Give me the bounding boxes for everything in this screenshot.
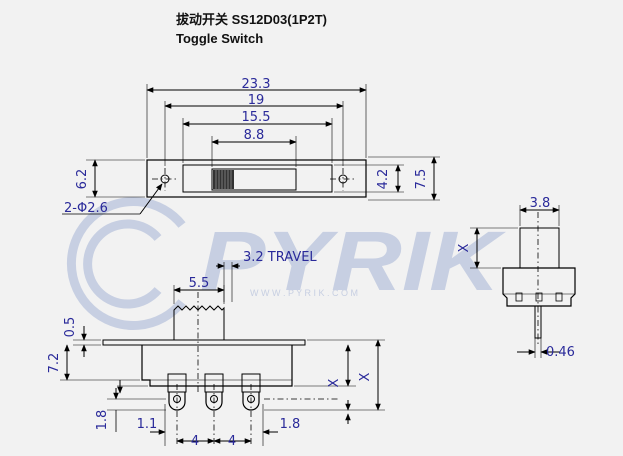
top-slot [211, 168, 297, 191]
watermark-brand: PYRIK [200, 214, 506, 308]
watermark: PYRIK W W W . P Y R I K . C O M [66, 197, 506, 330]
watermark-logo [66, 197, 186, 330]
dim-hole-callout: 2-Φ2.6 [64, 201, 108, 216]
title-line-1: 拔动开关 SS12D03(1P2T) [176, 12, 327, 27]
dim-pin-offset: 1.8 [95, 410, 110, 431]
front-view: 3.2 TRAVEL 5.5 0.5 7.2 X [47, 250, 385, 449]
top-view: 23.3 19 15.5 8.8 6.2 4.2 7.5 2- [62, 77, 440, 216]
dim-hole-spacing: 19 [248, 93, 265, 108]
watermark-url: W W W . P Y R I K . C O M [250, 288, 358, 298]
dim-flange-height: 6.2 [75, 169, 90, 190]
dim-x-short: X [327, 378, 342, 387]
dim-overall-height: 7.5 [414, 169, 429, 190]
dim-x-long: X [358, 372, 373, 381]
top-flange-outline [146, 159, 367, 198]
dim-pin-pitch-2: 4 [228, 434, 236, 449]
pin-left [167, 373, 187, 393]
dim-pin-to-edge: 1.8 [280, 417, 301, 432]
title-line-2: Toggle Switch [176, 31, 264, 46]
dim-pin-thickness: 0.46 [546, 345, 575, 360]
dim-body-length: 15.5 [242, 110, 271, 125]
dim-body-height: 7.2 [47, 353, 62, 374]
dim-top-body-height: 4.2 [376, 169, 391, 190]
front-actuator [173, 305, 225, 340]
side-actuator [519, 227, 560, 269]
dim-side-actuator-width: 3.8 [530, 196, 551, 211]
dim-flange-thickness: 0.5 [63, 317, 78, 338]
pin-center [204, 373, 224, 393]
front-flange [102, 339, 306, 346]
dim-overall-length: 23.3 [242, 77, 271, 92]
dim-edge-to-pin: 1.1 [137, 417, 158, 432]
dim-slot-length: 8.8 [244, 128, 265, 143]
side-body-outline [502, 267, 576, 307]
top-body-outline [182, 164, 333, 193]
dim-actuator-width: 5.5 [189, 276, 210, 291]
pin-right [241, 373, 261, 393]
side-view: 3.8 X 0.46 [457, 196, 576, 360]
dim-travel: 3.2 TRAVEL [243, 250, 317, 265]
dim-side-x: X [457, 243, 472, 252]
dim-pin-pitch-1: 4 [191, 434, 199, 449]
top-slider-knob [213, 170, 234, 189]
